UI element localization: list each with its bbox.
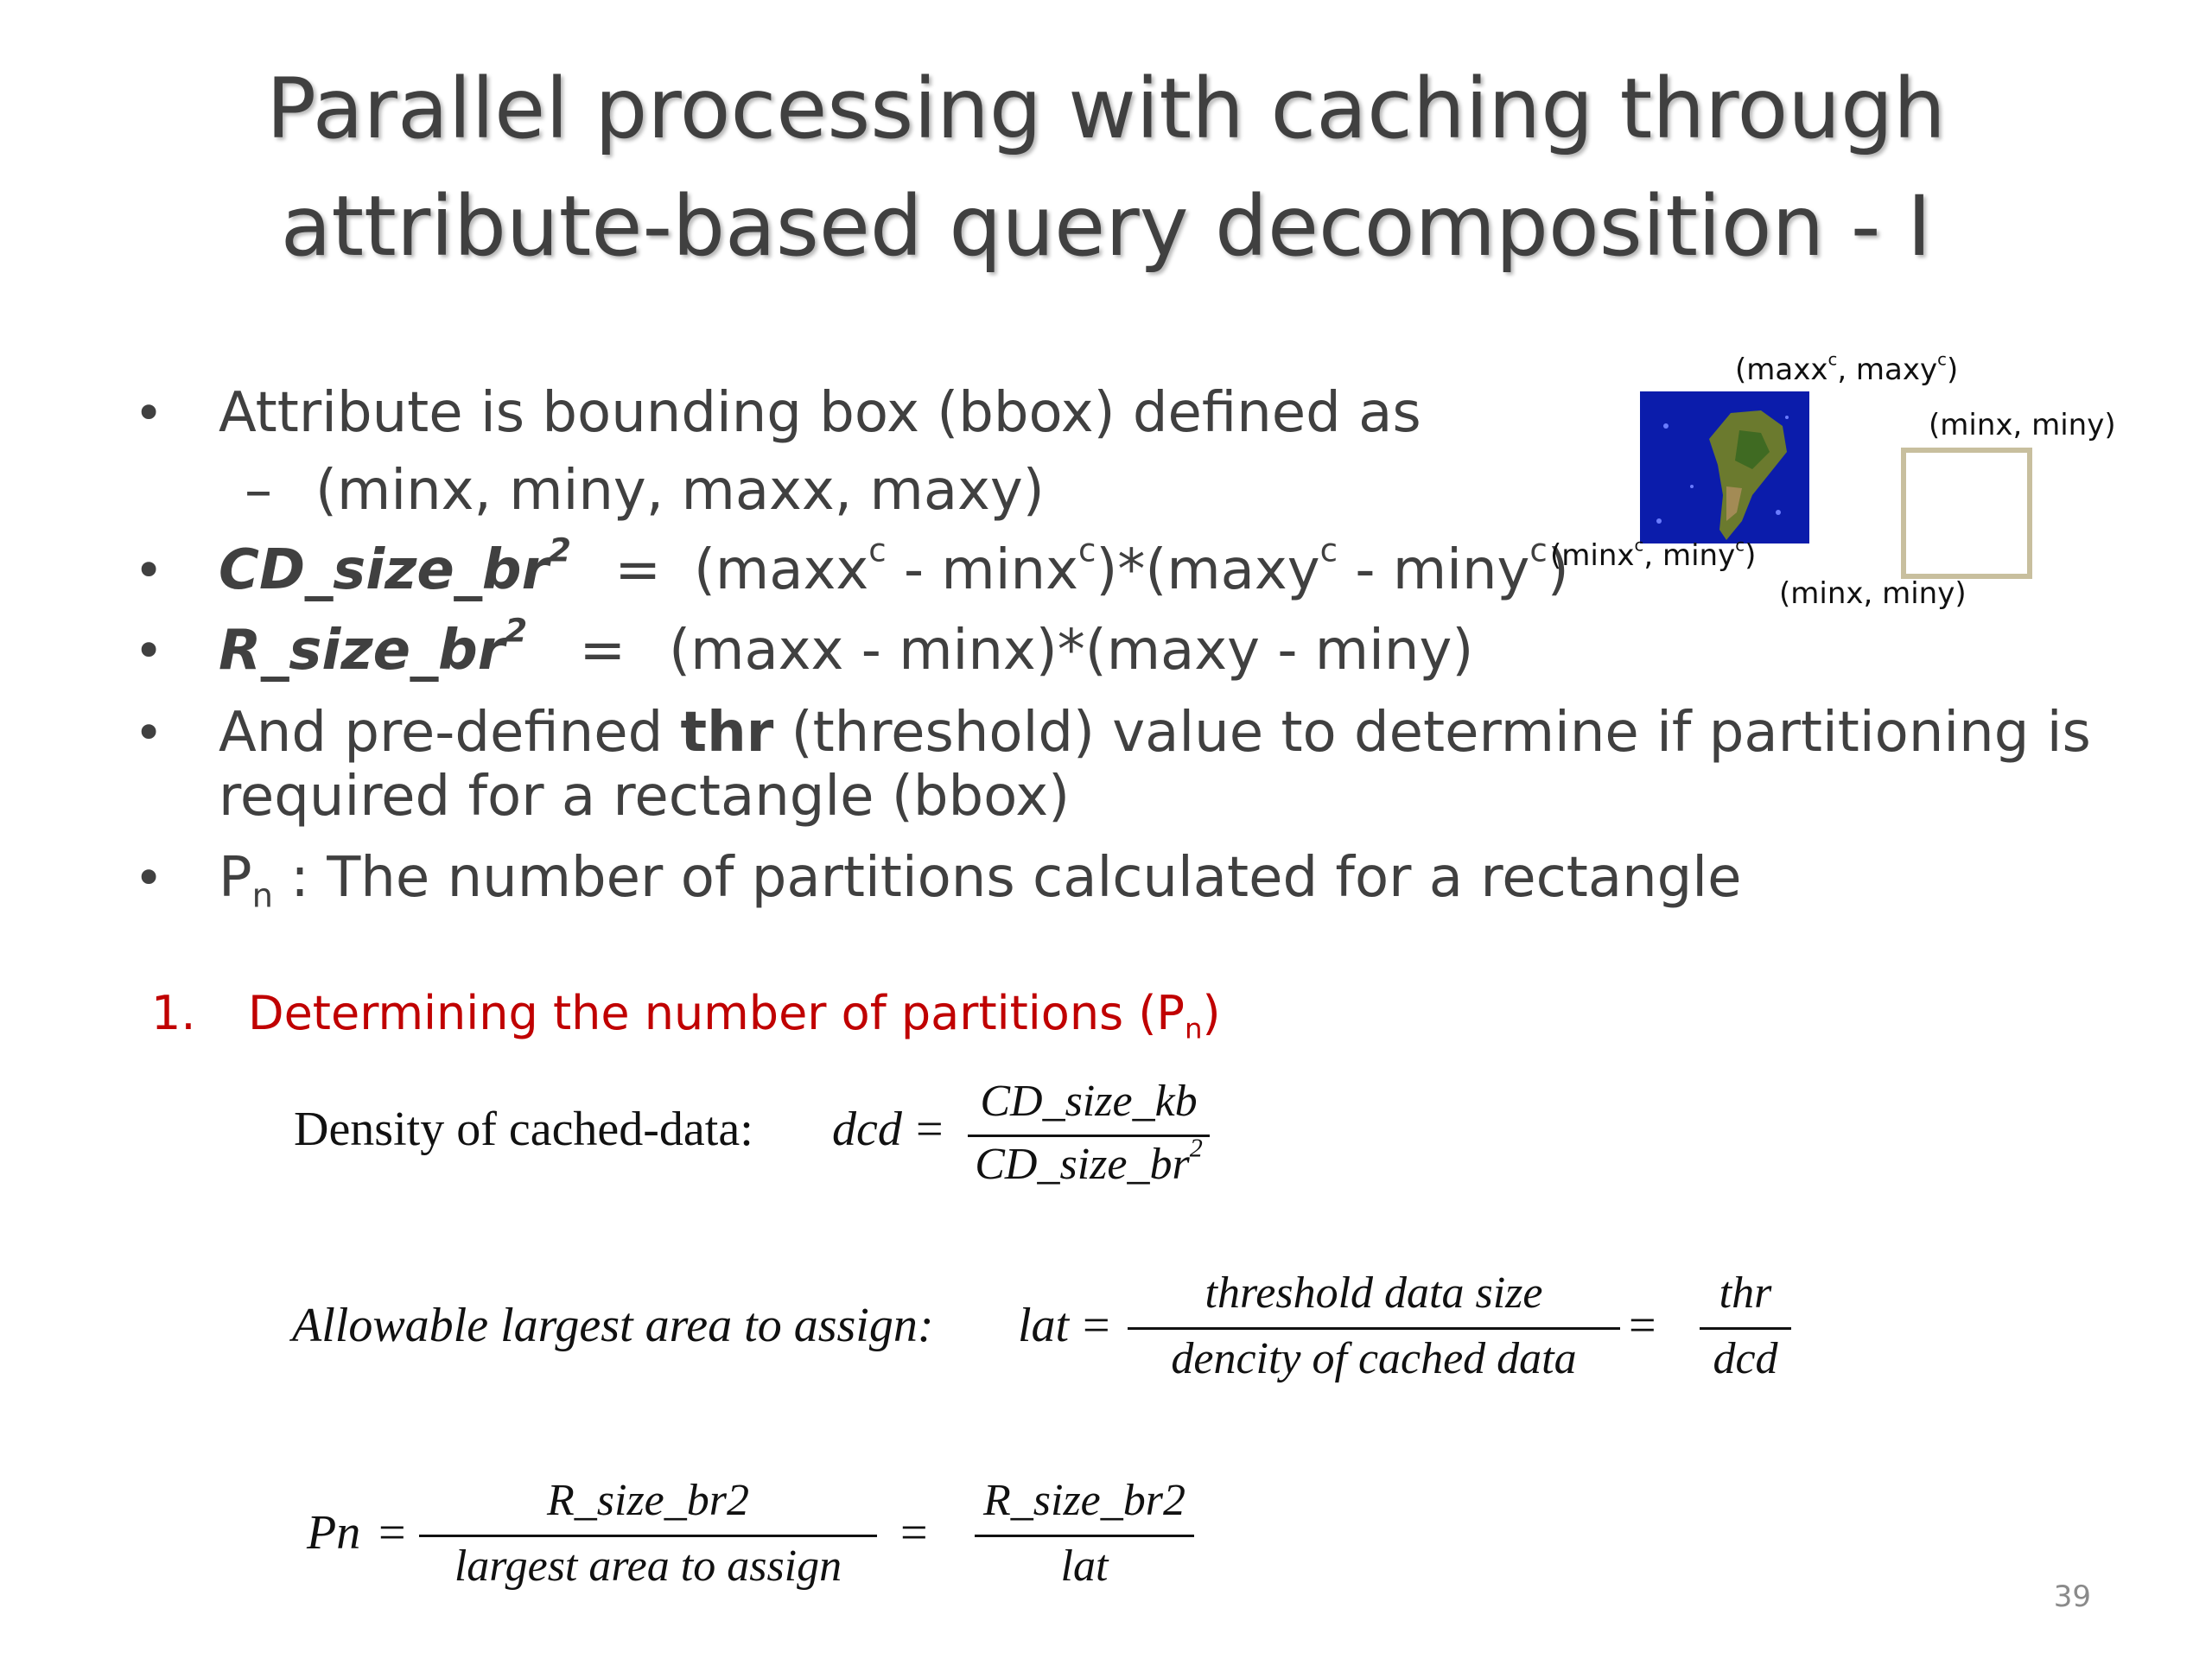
dcd-fraction-bar (968, 1135, 1210, 1137)
cd-size-exponent: 2 (549, 531, 571, 569)
bullet-5-text: Pn : The number of partitions calculated… (219, 845, 1742, 912)
superscript-c: c (868, 531, 887, 569)
expr-part: - miny (1338, 538, 1530, 602)
pn-equals-2: = (900, 1506, 928, 1560)
bullet-dot: • (134, 621, 164, 680)
thr-bold: thr (680, 701, 774, 765)
cached-data-map-image (1640, 391, 1809, 543)
equals-sign: = (579, 619, 626, 683)
bullet-dot: • (134, 384, 164, 442)
bullet-4-pre: And pre-defined (219, 701, 681, 765)
bullet-dot: • (134, 703, 164, 762)
pn-fraction-bar (419, 1535, 877, 1537)
cached-top-label: (maxxc, maxyc) (1735, 349, 1959, 387)
slide-title-line-2: attribute-based query decomposition - I (280, 178, 1932, 275)
superscript-c: c (1529, 531, 1548, 569)
section-number: 1. (151, 986, 196, 1040)
bullet-3-text: R_size_br2 = (maxx - minx)*(maxy - miny) (219, 614, 1474, 683)
bullet-5-desc: : The number of partitions calculated fo… (272, 846, 1742, 910)
bullet-4-text: And pre-defined thr (threshold) value to… (219, 700, 2091, 766)
cd-size-term: CD_size_br (219, 538, 550, 602)
expr-part: (maxx (693, 538, 869, 602)
lat-fraction-bar-2 (1700, 1327, 1791, 1330)
lat-equals: = (1083, 1299, 1110, 1352)
expr-part: ) (1547, 538, 1569, 602)
lat-fraction-bar (1128, 1327, 1620, 1330)
superscript-c: c (1319, 531, 1338, 569)
pn-p: P (219, 846, 252, 910)
section-heading: Determining the number of partitions (Pn… (248, 986, 1221, 1046)
rect-top-label: (minx, miny) (1929, 408, 2116, 442)
bullet-4-post: (threshold) value to determine if partit… (773, 701, 2091, 765)
lat-numerator: threshold data size (1205, 1268, 1543, 1318)
pn-denominator-2: lat (1060, 1541, 1109, 1591)
superscript-c: c (1077, 531, 1096, 569)
pn-lhs: Pn (307, 1506, 361, 1560)
dcd-lhs: dcd (832, 1103, 902, 1156)
rect-bottom-label: (minx, miny) (1779, 576, 1967, 611)
lat-equals-2: = (1629, 1299, 1656, 1352)
pn-equals: = (378, 1506, 406, 1560)
bullet-1-text: Attribute is bounding box (bbox) defined… (219, 381, 1421, 445)
r-size-exponent: 2 (505, 612, 528, 650)
dcd-label: Density of cached-data: (294, 1103, 753, 1156)
pn-fraction-bar-2 (975, 1535, 1194, 1537)
page-number: 39 (2053, 1580, 2091, 1614)
pn-numerator: R_size_br2 (547, 1476, 749, 1525)
dcd-numerator: CD_size_kb (980, 1077, 1198, 1126)
dcd-equals: = (916, 1103, 944, 1156)
bullet-1-sub-text: (minx, miny, maxx, maxy) (315, 459, 1045, 523)
r-size-term: R_size_br (219, 619, 505, 683)
equals-sign: = (614, 538, 661, 602)
lat-label: Allowable largest area to assign: (292, 1299, 934, 1352)
bullet-dot: • (134, 849, 164, 907)
lat-numerator-2: thr (1719, 1268, 1772, 1318)
lat-lhs: lat (1018, 1299, 1070, 1352)
slide-title-line-1: Parallel processing with caching through (266, 60, 1946, 157)
pn-denominator: largest area to assign (454, 1541, 842, 1591)
expr-part: )*(maxy (1096, 538, 1320, 602)
pn-subscript: n (251, 876, 273, 916)
slide-title: Parallel processing with caching through… (0, 50, 2212, 285)
sub-dash: – (245, 459, 272, 523)
query-rectangle (1901, 448, 2032, 579)
bullet-4-line-2-text: required for a rectangle (bbox) (219, 765, 1071, 829)
r-size-expr: (maxx - minx)*(maxy - miny) (669, 619, 1474, 683)
cached-bottom-label: (minxc, minyc) (1550, 535, 1757, 573)
expr-part: - minx (886, 538, 1078, 602)
dcd-denominator: CD_size_br2 (975, 1133, 1203, 1189)
lat-denominator-2: dcd (1713, 1334, 1778, 1383)
bullet-2-text: CD_size_br2 =(maxxc - minxc)*(maxyc - mi… (219, 534, 1569, 603)
lat-denominator: dencity of cached data (1171, 1334, 1577, 1383)
bullet-dot: • (134, 541, 164, 600)
pn-numerator-2: R_size_br2 (983, 1476, 1185, 1525)
